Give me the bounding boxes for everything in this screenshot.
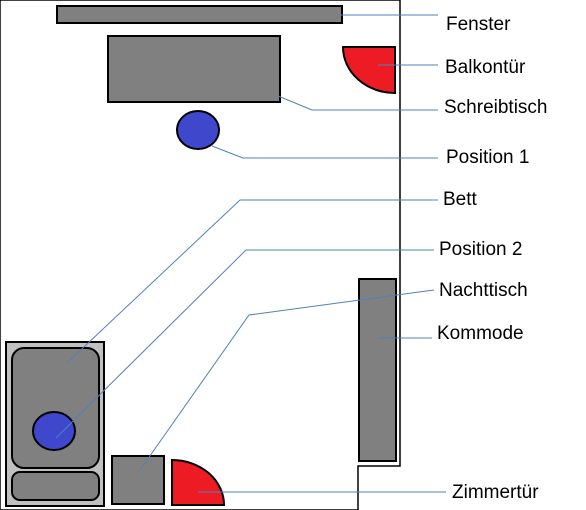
nightstand-leader-line	[139, 289, 435, 471]
room-door-shape	[171, 458, 226, 506]
position-2-leader-line	[55, 249, 434, 439]
label-position-1: Position 1	[446, 147, 529, 168]
position-1-marker	[176, 110, 220, 150]
label-nightstand: Nachttisch	[439, 280, 528, 301]
dresser-shape	[358, 278, 397, 462]
position-1-leader-line	[211, 145, 438, 159]
label-window: Fenster	[446, 14, 511, 35]
balcony-door-shape	[341, 46, 396, 95]
label-position-2: Position 2	[439, 239, 522, 260]
label-desk: Schreibtisch	[444, 97, 548, 118]
label-balcony-door: Balkontür	[445, 57, 526, 78]
desk-shape	[107, 35, 281, 103]
bed-pillow	[11, 471, 100, 501]
desk-leader-line	[277, 95, 438, 111]
window-shape	[56, 5, 343, 24]
position-2-marker	[32, 411, 76, 451]
nightstand-shape	[111, 455, 165, 505]
label-bed: Bett	[443, 189, 478, 210]
bed-leader-line	[67, 199, 438, 363]
label-dresser: Kommode	[437, 323, 524, 344]
label-room-door: Zimmertür	[452, 482, 539, 503]
